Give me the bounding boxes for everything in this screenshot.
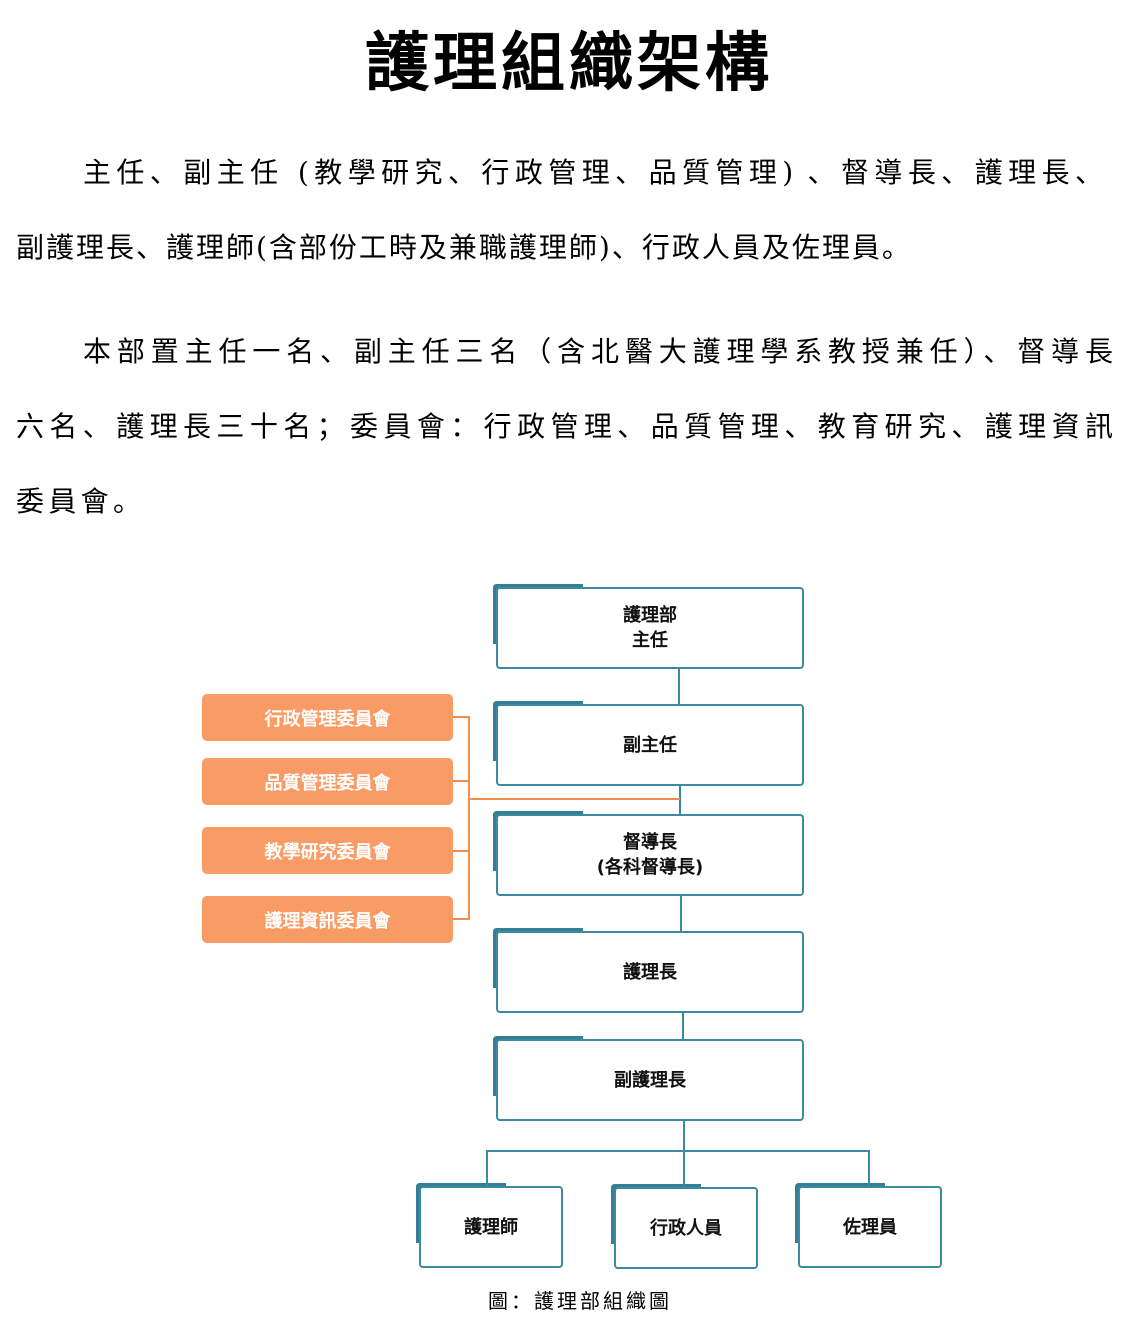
committee-bracket xyxy=(453,850,470,852)
node-deputy-director: 副主任 xyxy=(493,701,804,786)
connector xyxy=(679,785,681,816)
paragraph1-line2: 副護理長、護理師(含部份工時及兼職護理師)、行政人員及佐理員。 xyxy=(16,231,912,264)
committee-bracket xyxy=(468,716,470,920)
node-label: 副主任 xyxy=(623,734,677,756)
committee-education: 教學研究委員會 xyxy=(202,827,453,874)
committee-bracket xyxy=(453,780,470,782)
committee-bracket xyxy=(453,918,470,920)
connector xyxy=(683,1120,685,1188)
node-supervisor: 督導長 (各科督導長) xyxy=(493,811,804,896)
node-admin-staff: 行政人員 xyxy=(611,1184,758,1269)
paragraph2-line3: 委員會。 xyxy=(16,485,141,518)
node-nurse: 護理師 xyxy=(416,1183,563,1268)
node-label: 副護理長 xyxy=(614,1069,686,1091)
node-director: 護理部主任 xyxy=(493,584,804,669)
connector xyxy=(868,1150,870,1188)
node-label: 主任 xyxy=(632,630,668,651)
node-deputy-head-nurse: 副護理長 xyxy=(493,1036,804,1121)
connector xyxy=(680,895,682,933)
node-label: 行政人員 xyxy=(650,1217,722,1239)
node-label: 護理長 xyxy=(623,961,677,983)
connector xyxy=(682,1012,684,1041)
paragraph1-line1: 主任、副主任 (教學研究、行政管理、品質管理) 、督導長、護理長、 xyxy=(83,156,1103,189)
committee-quality: 品質管理委員會 xyxy=(202,758,453,805)
committee-informatics: 護理資訊委員會 xyxy=(202,896,453,943)
node-label: 督導長 xyxy=(622,832,677,853)
connector xyxy=(678,668,680,706)
page-title: 護理組織架構 xyxy=(365,26,773,101)
figure-caption: 圖：護理部組織圖 xyxy=(488,1289,672,1313)
committee-admin: 行政管理委員會 xyxy=(202,694,453,741)
connector xyxy=(486,1150,870,1152)
connector xyxy=(486,1150,488,1188)
committee-connector xyxy=(468,798,680,800)
node-assistant: 佐理員 xyxy=(795,1183,942,1268)
committee-bracket xyxy=(453,716,470,718)
node-label: 護理部 xyxy=(623,605,677,626)
node-label: 護理師 xyxy=(464,1216,518,1238)
paragraph2-line2: 六名、護理長三十名；委員會：行政管理、品質管理、教育研究、護理資訊 xyxy=(16,410,1113,443)
node-label: (各科督導長) xyxy=(596,857,704,878)
node-head-nurse: 護理長 xyxy=(493,928,804,1013)
node-label: 佐理員 xyxy=(843,1216,897,1238)
paragraph2-line1: 本部置主任一名、副主任三名（含北醫大護理學系教授兼任）、督導長 xyxy=(83,335,1113,368)
